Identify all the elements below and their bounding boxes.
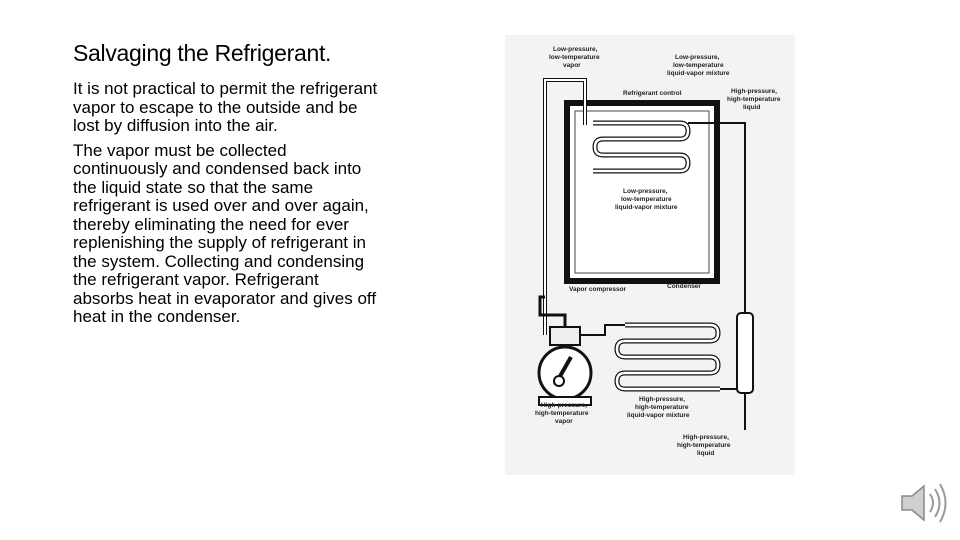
speaker-icon[interactable] [898,478,950,528]
label-low-pressure-vapor-1: Low-pressure, [553,46,598,53]
label-high-mixture-3: liquid-vapor mixture [627,412,690,419]
paragraph-2: The vapor must be collected continuously… [73,140,377,326]
label-mixture-mid-3: liquid-vapor mixture [615,204,678,211]
label-high-liquid-top-3: liquid [743,104,760,111]
slide-body: It is not practical to permit the refrig… [73,79,383,333]
label-high-vapor-3: vapor [555,418,573,425]
label-low-pressure-vapor-3: vapor [563,62,581,69]
label-high-vapor-2: high-temperature [535,410,589,417]
label-high-mixture-2: high-temperature [635,404,689,411]
label-vapor-compressor: Vapor compressor [569,286,627,293]
label-high-liquid-bottom-3: liquid [697,450,714,457]
label-mixture-top-2: low-temperature [673,62,724,69]
label-high-mixture-1: High-pressure, [639,396,685,403]
label-low-pressure-vapor-2: low-temperature [549,54,600,61]
slide-title: Salvaging the Refrigerant. [73,40,332,66]
label-mixture-top-3: liquid-vapor mixture [667,70,730,77]
label-high-liquid-bottom-2: high-temperature [677,442,731,449]
label-high-liquid-top-2: high-temperature [727,96,781,103]
label-high-liquid-bottom-1: High-pressure, [683,434,729,441]
label-refrigerant-control: Refrigerant control [623,90,682,97]
label-mixture-mid-2: low-temperature [621,196,672,203]
label-mixture-mid-1: Low-pressure, [623,188,668,195]
label-mixture-top-1: Low-pressure, [675,54,720,61]
paragraph-1: It is not practical to permit the refrig… [73,79,378,135]
label-high-liquid-top-1: High-pressure, [731,88,777,95]
refrigeration-cycle-diagram: Low-pressure, low-temperature vapor Low-… [505,35,795,475]
label-condenser: Condenser [667,283,701,290]
label-high-vapor-1: High-pressure, [541,402,587,409]
